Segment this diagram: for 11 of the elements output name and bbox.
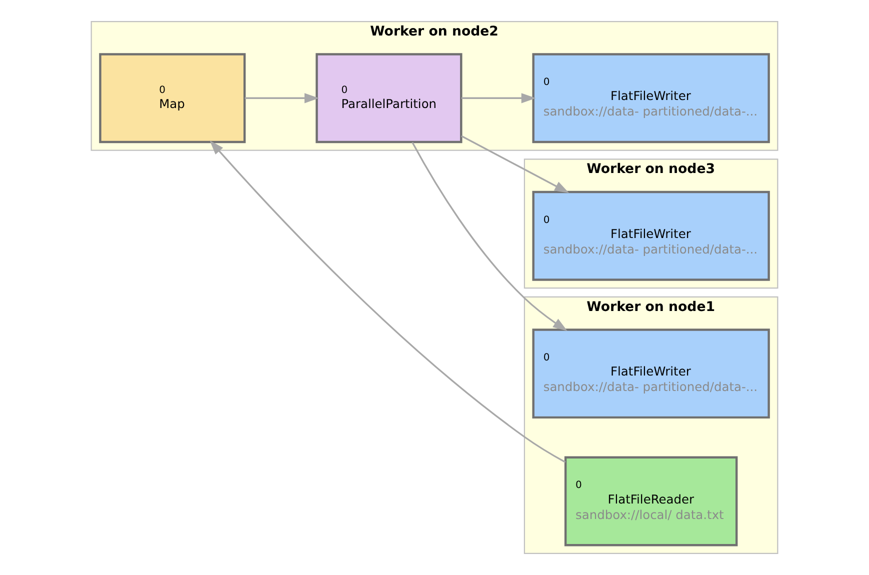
- arrow: [412, 142, 568, 332]
- node-box: 0 FlatFileWriter sandbox://data- partitioned/data-...: [532, 328, 770, 419]
- node-box: 0 ParallelPartition: [316, 53, 462, 144]
- node-box: 0 FlatFileWriter sandbox://data- partitioned/data-...: [532, 190, 770, 281]
- arrow: [461, 93, 536, 104]
- arrow: [210, 140, 566, 463]
- node-box: 0 FlatFileReader sandbox://local/ data.txt: [564, 456, 738, 546]
- node-box: 0 FlatFileWriter sandbox://data- partitioned/data-...: [532, 53, 770, 144]
- arrow: [244, 93, 319, 104]
- arrow: [461, 135, 570, 193]
- node-box: 0 Map: [99, 53, 246, 144]
